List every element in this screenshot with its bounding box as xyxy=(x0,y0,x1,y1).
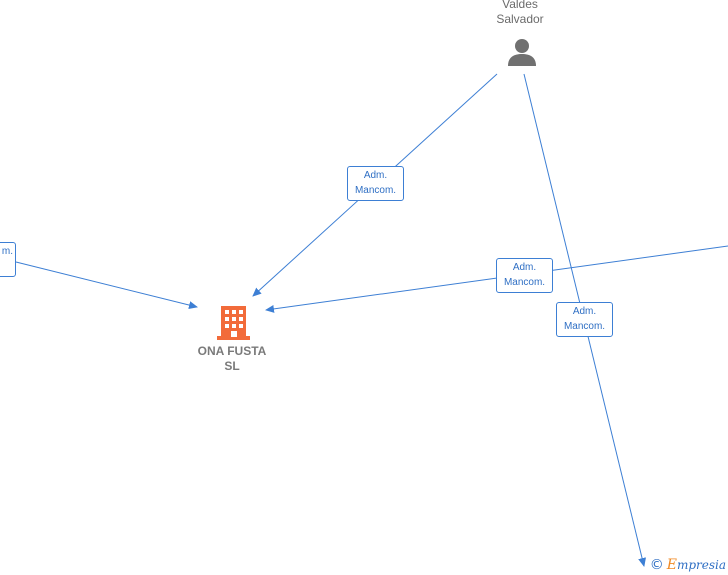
relation-label-line2: m. xyxy=(1,246,13,257)
person-name-line2: Salvador xyxy=(496,12,544,26)
edge-left-to-company xyxy=(15,261,198,309)
empresia-watermark: © Empresia xyxy=(650,557,726,573)
company-name-line2: SL xyxy=(224,359,240,373)
person-icon[interactable] xyxy=(507,37,537,67)
relation-label-line1: Adm. xyxy=(363,170,388,181)
person-name-line1: Valdes xyxy=(502,0,538,11)
relation-box-person-bottom[interactable]: Adm. Mancom. xyxy=(556,302,613,337)
relation-label-line2: Mancom. xyxy=(563,321,606,332)
relation-label-line1: Adm. xyxy=(572,306,597,317)
brand-logo: Empresia xyxy=(667,557,726,573)
brand-rest: mpresia xyxy=(676,558,726,572)
company-name-line1: ONA FUSTA xyxy=(197,344,267,358)
person-name-label[interactable]: Valdes Salvador xyxy=(460,0,580,27)
relation-label-line2: Mancom. xyxy=(503,277,546,288)
company-name-label[interactable]: ONA FUSTA SL xyxy=(172,344,292,374)
relation-label-line1: Adm. xyxy=(512,262,537,273)
relation-box-left-company[interactable]: m. xyxy=(0,242,16,277)
copyright-icon: © xyxy=(649,557,664,573)
relation-box-person-company[interactable]: Adm. Mancom. xyxy=(347,166,404,201)
brand-initial: E xyxy=(666,557,677,573)
building-icon[interactable] xyxy=(217,304,250,340)
relation-box-right-company[interactable]: Adm. Mancom. xyxy=(496,258,553,293)
relation-label-line2: Mancom. xyxy=(354,185,397,196)
